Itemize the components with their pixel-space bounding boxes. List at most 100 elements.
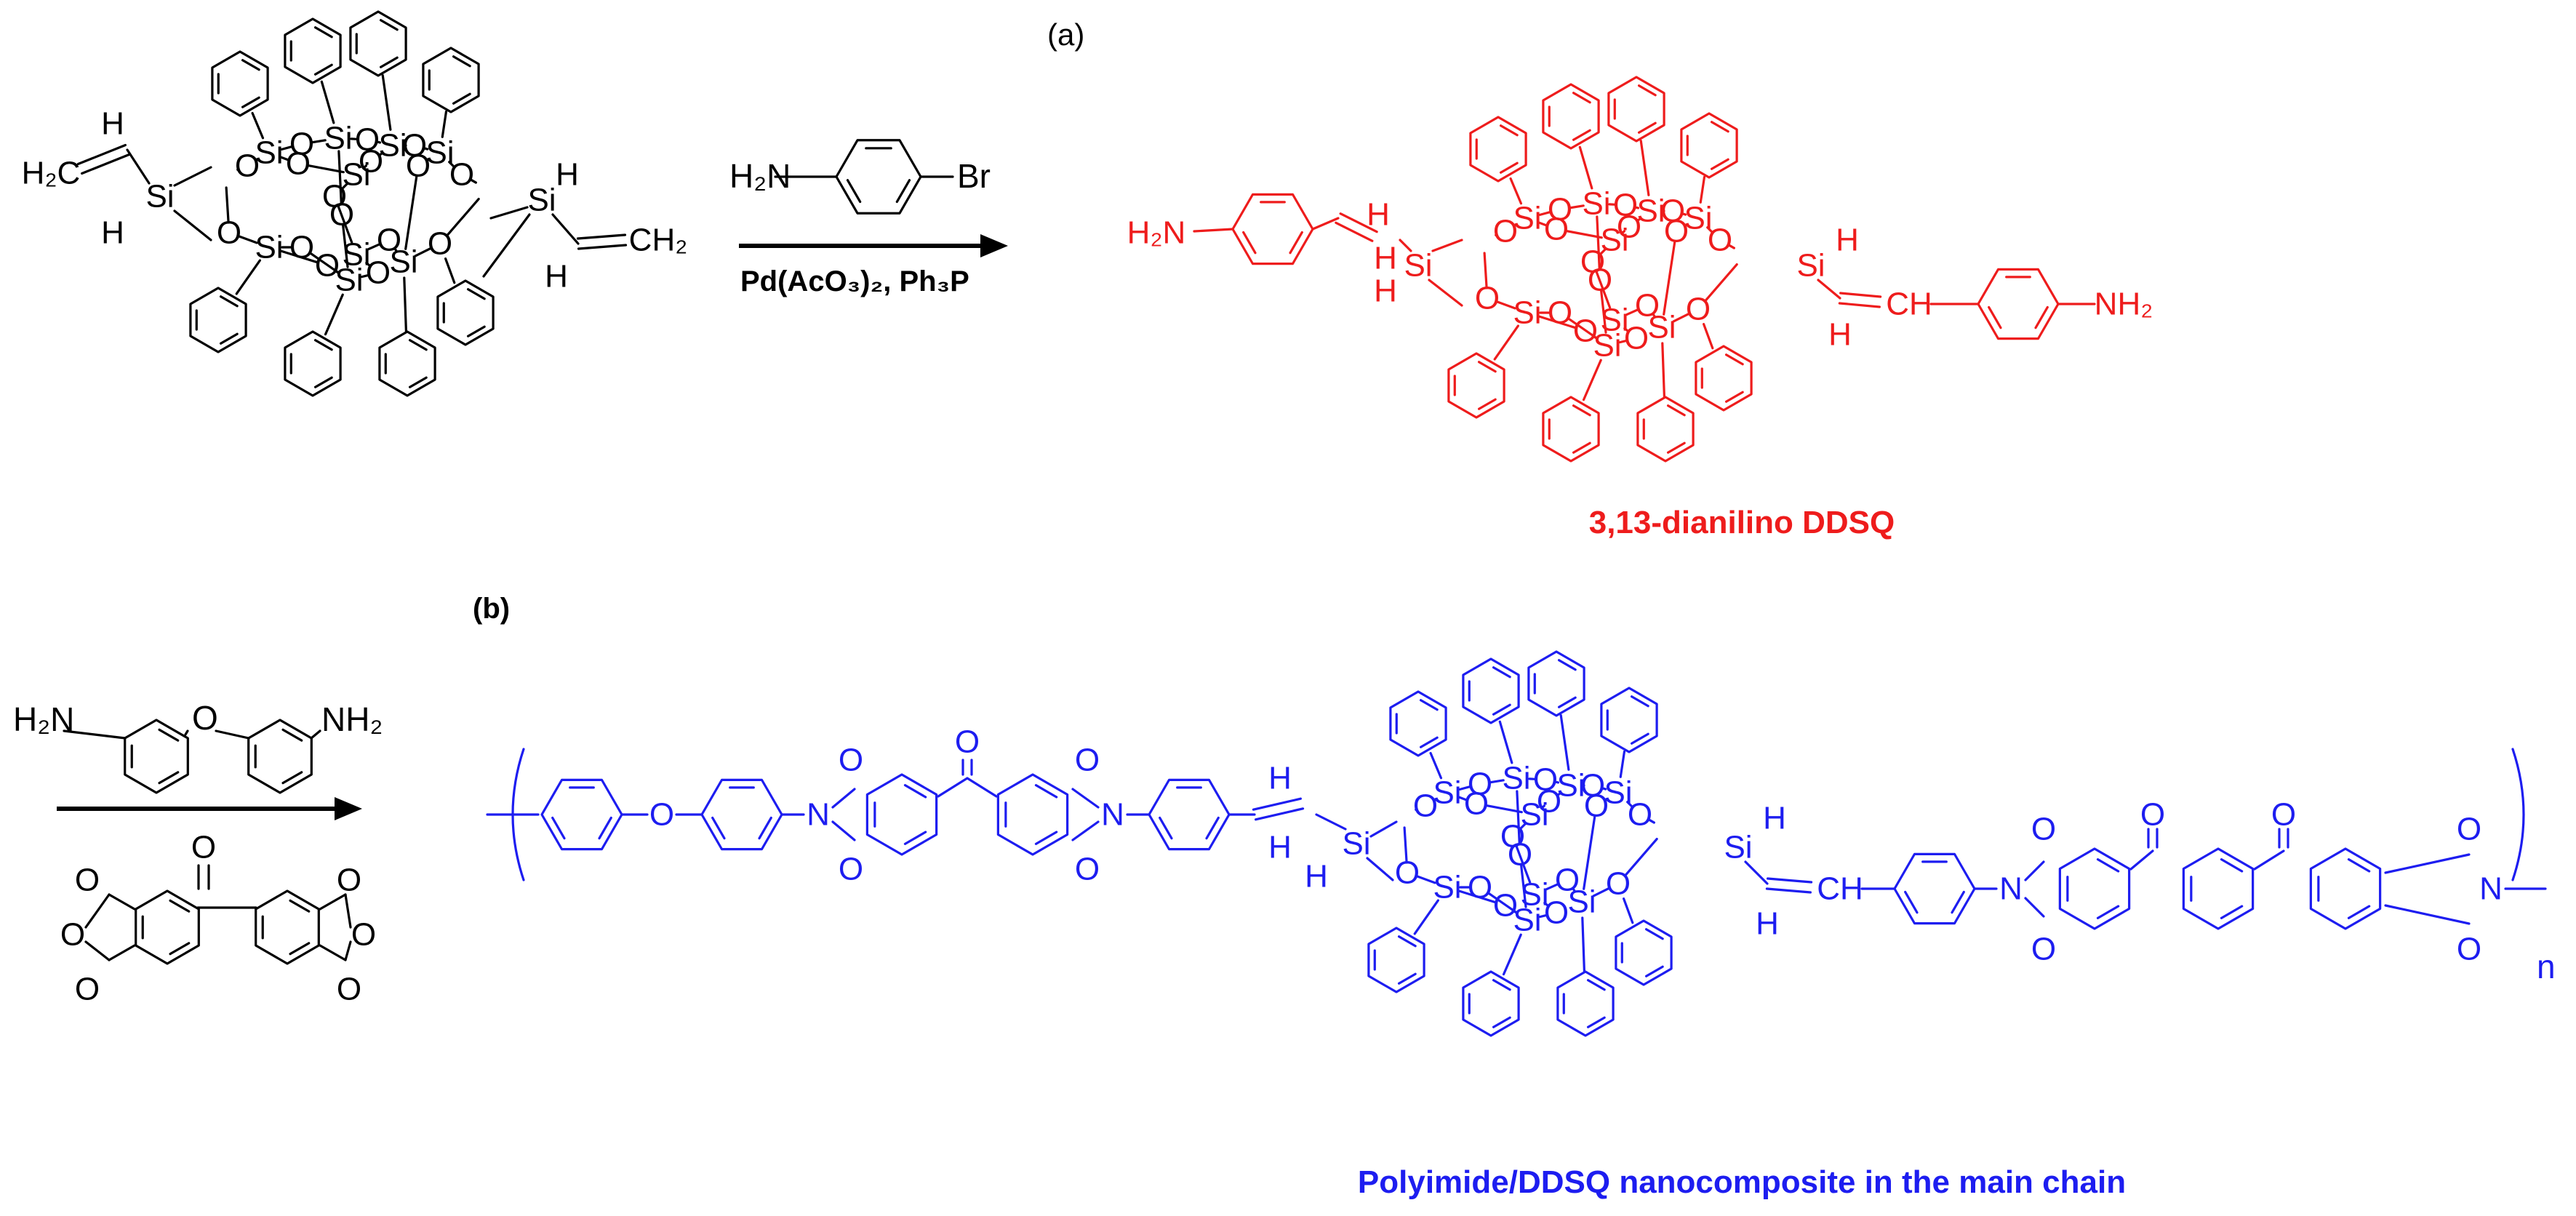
siloxane-bond <box>1554 780 1560 784</box>
aromatic-bond <box>711 816 726 840</box>
siloxane-bond <box>1634 206 1640 209</box>
aromatic-bond <box>1644 928 1664 940</box>
siloxane-bond <box>414 247 433 257</box>
bond <box>1193 228 1234 233</box>
oxygen-atom: O <box>1493 214 1518 249</box>
aromatic-bond <box>1499 161 1519 174</box>
oxygen-atom: O <box>351 917 376 953</box>
siloxane-bond <box>367 243 381 251</box>
siloxane-bond <box>1485 804 1523 814</box>
bond <box>310 729 321 740</box>
siloxane-bond <box>1458 796 1468 801</box>
silicon-atom: Si <box>1513 903 1541 938</box>
bond <box>173 166 212 187</box>
benzene-ring <box>1462 657 1520 724</box>
bond <box>966 777 998 798</box>
oxygen-atom: O <box>449 157 474 193</box>
silicon-atom: Si <box>1433 870 1461 905</box>
benzene-ring <box>1148 778 1231 851</box>
hydrogen-atom: H <box>101 106 124 142</box>
vinyl-carbon: CH <box>1886 287 1932 322</box>
oxygen-atom: O <box>337 863 361 898</box>
benzene-ring <box>2309 847 2382 930</box>
bond <box>2253 849 2285 871</box>
double-bond <box>1838 302 1881 308</box>
vinyl-carbon: H₂C <box>22 156 81 191</box>
aromatic-bond <box>281 728 303 742</box>
benzene-ring <box>436 279 495 346</box>
silicon-atom: Si <box>342 157 370 193</box>
silicon-atom: Si <box>1600 303 1628 338</box>
oxygen-atom: O <box>355 122 380 158</box>
aromatic-bond <box>313 26 333 39</box>
phenyl-bond <box>1703 323 1714 350</box>
silicon-atom: Si <box>1513 201 1541 236</box>
siloxane-bond <box>1599 289 1607 334</box>
imide-nitrogen: N <box>2479 871 2503 907</box>
bond <box>489 206 529 220</box>
oxygen-atom: O <box>1464 786 1489 822</box>
vinyl-carbon: CH <box>1817 871 1863 907</box>
oxygen-atom: O <box>1500 819 1525 855</box>
siloxane-bond <box>1620 230 1625 235</box>
phenyl-bond <box>1578 145 1593 190</box>
hydrogen-atom: H <box>556 157 579 193</box>
oxygen-atom: O <box>1475 281 1500 316</box>
silicon-atom: Si <box>1684 201 1712 236</box>
silicon-atom: Si <box>389 244 417 280</box>
silicon-atom: Si <box>1513 295 1541 331</box>
siloxane-bond <box>1569 204 1585 209</box>
double-bond <box>1252 797 1303 811</box>
benzene-ring <box>540 778 623 851</box>
carbonyl-oxygen: O <box>2457 932 2481 967</box>
benzene-ring <box>2058 847 2131 930</box>
silicon-atom: Si <box>1342 826 1370 862</box>
siloxane-bond <box>404 175 418 250</box>
aromatic-bond <box>1586 1016 1606 1028</box>
aromatic-bond <box>1572 404 1591 417</box>
oxygen-atom: O <box>322 179 347 215</box>
bond <box>1817 279 1841 300</box>
siloxane-bond <box>1487 892 1518 914</box>
aromatic-bond <box>1397 972 1417 985</box>
carbonyl-oxygen: O <box>2140 797 2165 833</box>
oxygen-atom: O <box>1664 214 1689 249</box>
phenyl-bond <box>1559 713 1570 771</box>
phenyl-bond <box>1661 342 1666 399</box>
aromatic-bond <box>219 295 239 308</box>
benzene-ring <box>1231 193 1314 265</box>
siloxane-bond <box>365 261 372 268</box>
bond <box>937 777 969 798</box>
siloxane-bond <box>1519 863 1527 908</box>
aromatic-bond <box>1557 696 1577 708</box>
hydrogen-atom: H <box>1756 906 1779 942</box>
aromatic-bond <box>1034 831 1058 845</box>
siloxane-bond <box>1538 315 1577 329</box>
benzene-ring <box>835 139 922 215</box>
oxygen-atom: O <box>1584 788 1609 824</box>
aromatic-bond <box>1572 92 1591 104</box>
oxygen-atom: O <box>75 972 100 1007</box>
oxygen-atom: O <box>1533 762 1558 798</box>
siloxane-bond <box>1703 263 1738 303</box>
silicon-atom: Si <box>1604 775 1632 811</box>
vinyl-carbon: CH₂ <box>629 223 688 258</box>
aromatic-bond <box>219 332 239 345</box>
oxygen-atom: O <box>1544 212 1569 247</box>
bond <box>184 729 189 736</box>
siloxane-bond <box>1567 317 1598 340</box>
bond <box>173 209 212 241</box>
oxygen-atom: O <box>1708 223 1732 258</box>
bond <box>1399 239 1412 252</box>
aromatic-bond <box>1586 979 1606 991</box>
hydrogen-atom: H <box>1268 830 1292 865</box>
oxygen-atom: O <box>75 863 100 898</box>
phenyl-bond <box>381 73 392 131</box>
siloxane-bond <box>1540 804 1545 809</box>
bond <box>1315 813 1347 831</box>
siloxane-bond <box>308 252 340 274</box>
carbonyl-oxygen: O <box>2457 812 2481 847</box>
siloxane-bond <box>1599 248 1607 256</box>
